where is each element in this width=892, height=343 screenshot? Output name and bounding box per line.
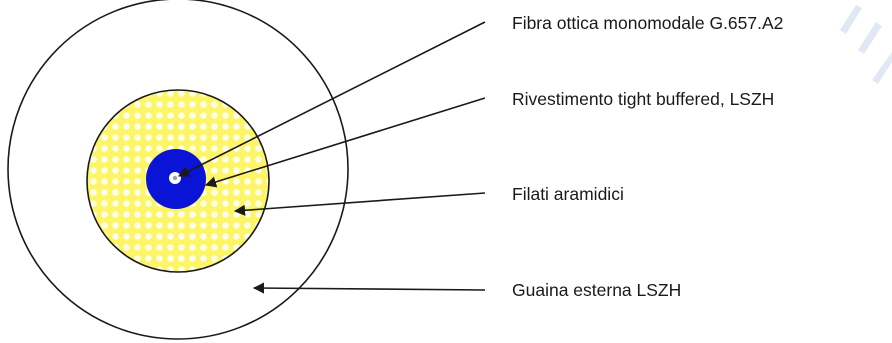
arrow-fiber bbox=[177, 21, 486, 177]
arrow-buffer bbox=[204, 97, 486, 188]
watermark bbox=[840, 5, 892, 84]
fiber-core-center bbox=[172, 175, 178, 181]
leader-arrows bbox=[177, 21, 486, 294]
label-buffer: Rivestimento tight buffered, LSZH bbox=[512, 89, 774, 109]
label-jacket: Guaina esterna LSZH bbox=[512, 280, 681, 300]
arrow-yarns bbox=[233, 192, 486, 216]
label-yarns: Filati aramidici bbox=[512, 184, 624, 204]
arrow-jacket bbox=[252, 282, 486, 294]
label-fiber: Fibra ottica monomodale G.657.A2 bbox=[512, 13, 783, 33]
